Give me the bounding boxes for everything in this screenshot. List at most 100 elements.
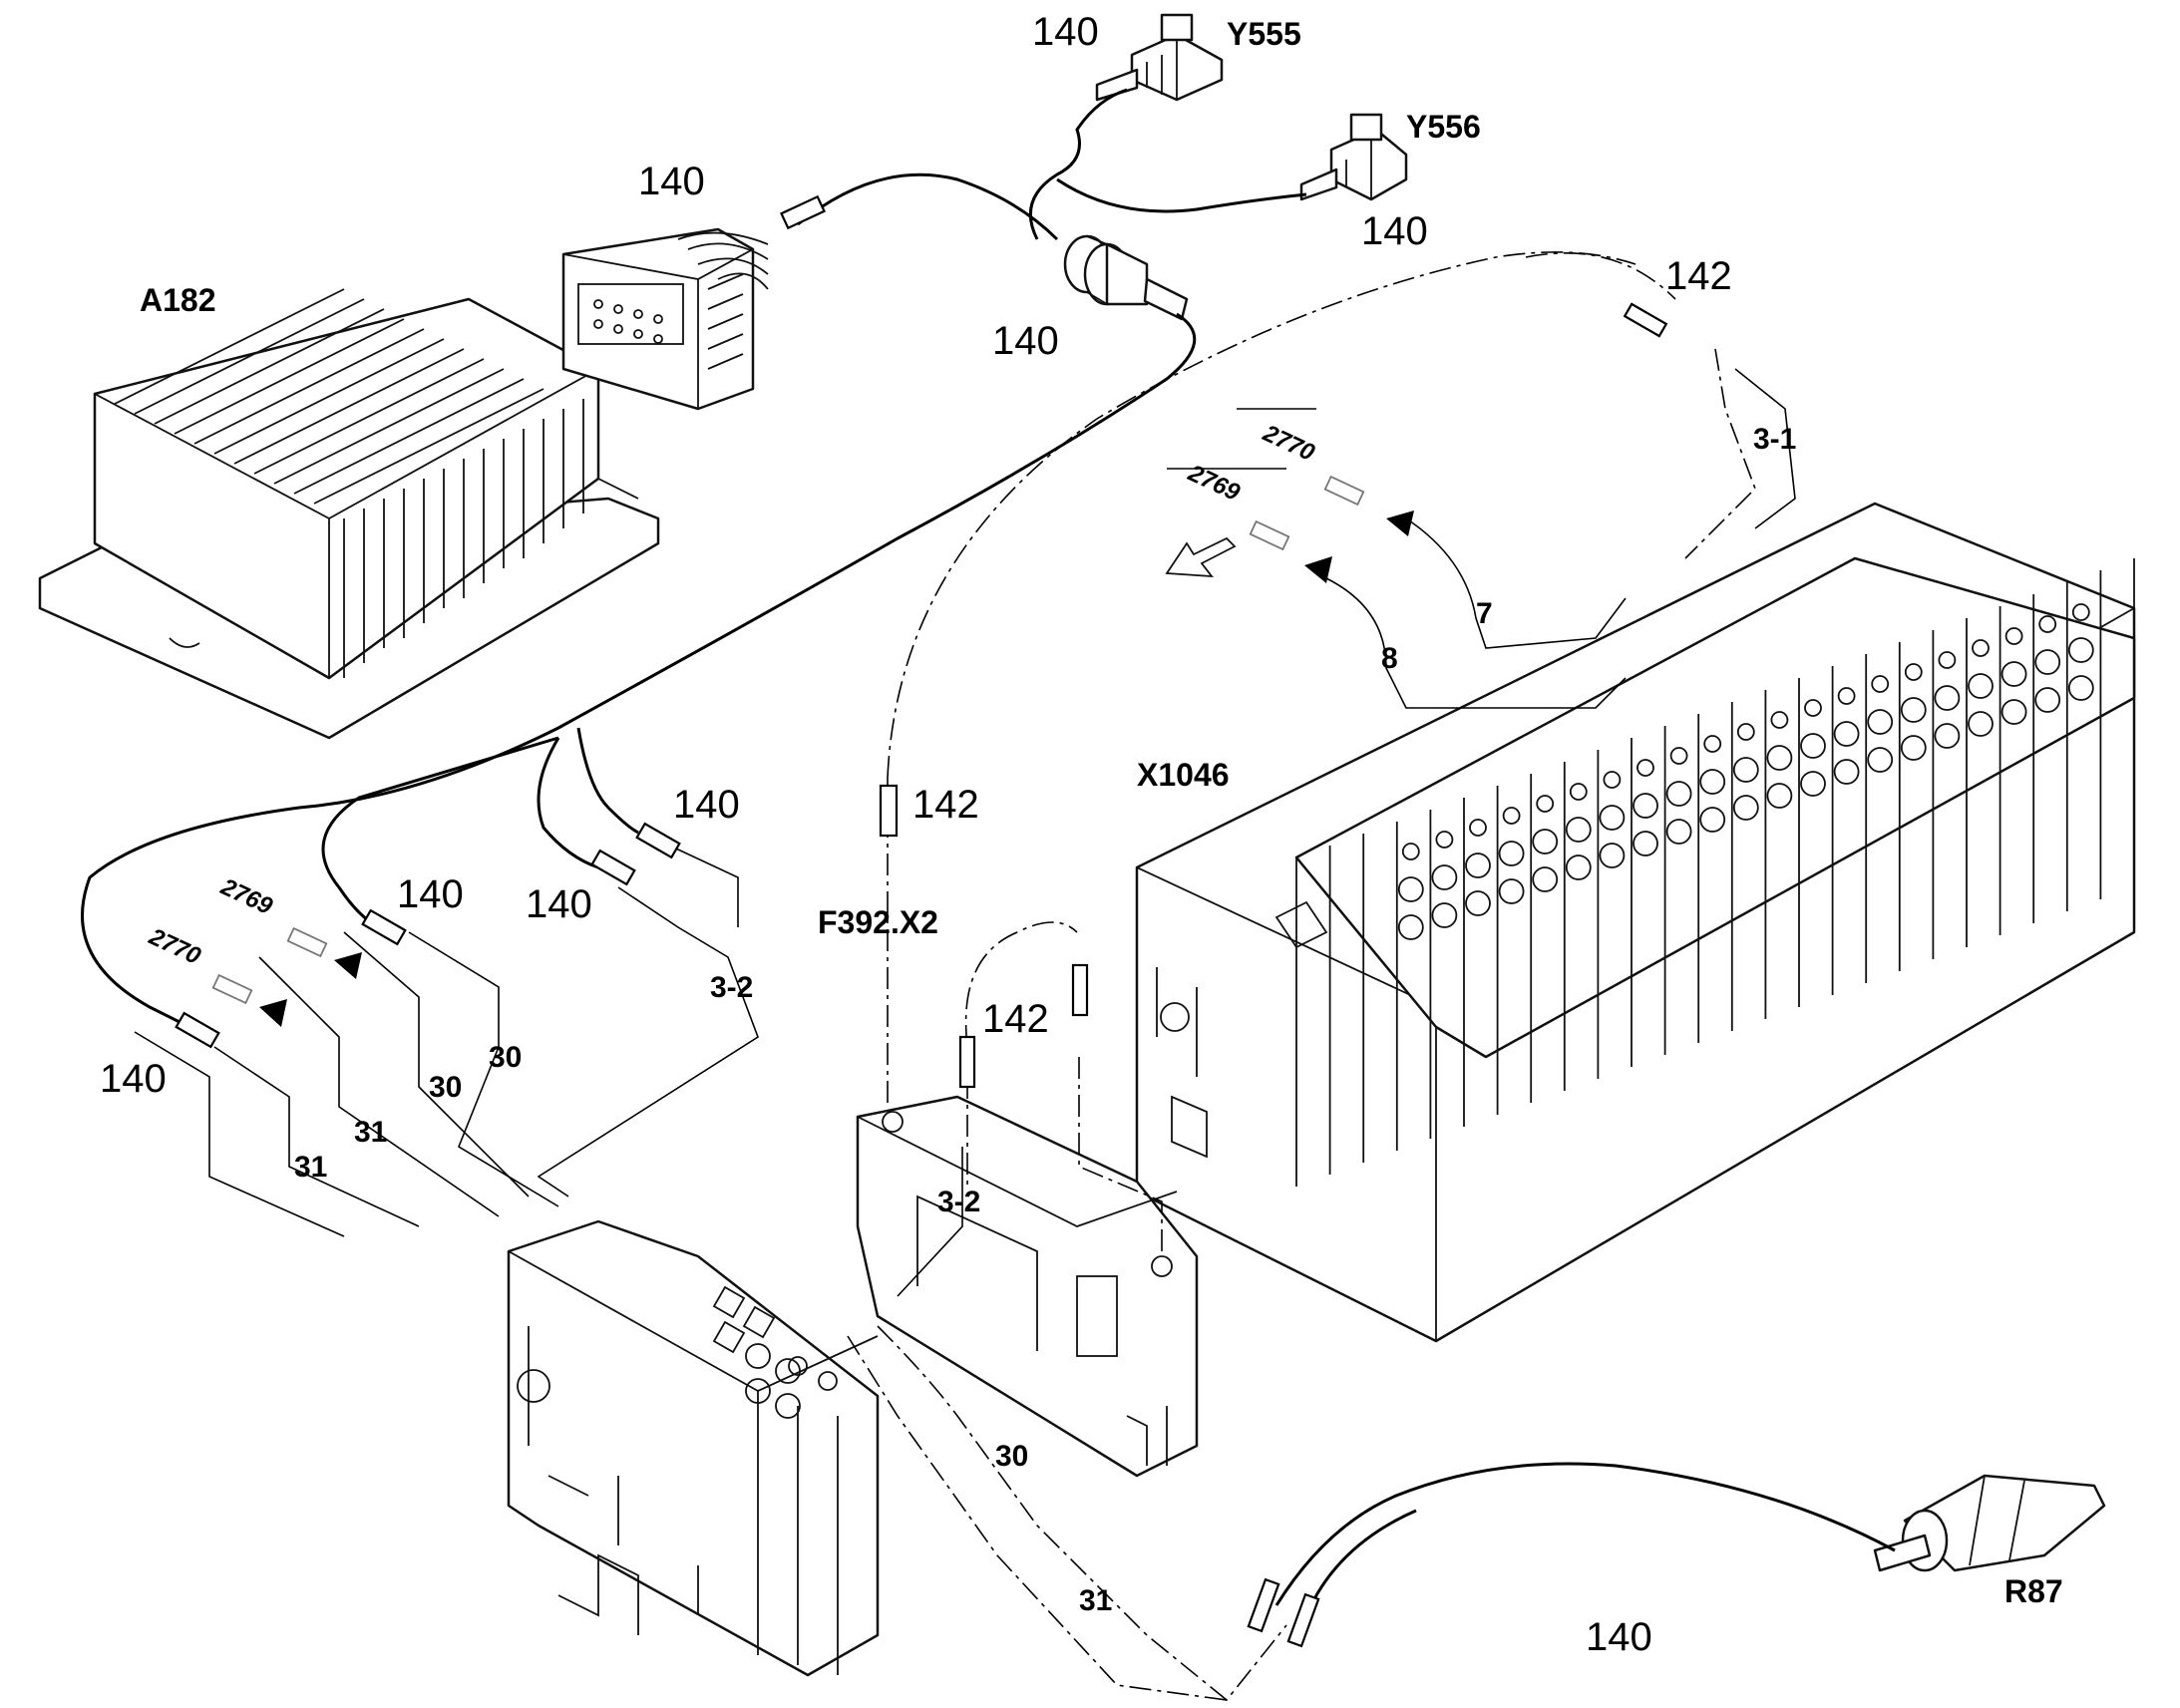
term-31-a: 31 [354, 1116, 387, 1149]
x1046-terminal-hole [1833, 721, 1860, 747]
term-7: 7 [1476, 597, 1493, 630]
x1046-terminal-hole [1498, 841, 1525, 866]
x1046-terminal-hole [1397, 876, 1424, 902]
x1046-terminal-hole [1498, 878, 1525, 904]
wire-2769-top: 2769 [1184, 460, 1245, 508]
x1046-terminal-hole [1904, 663, 1923, 681]
wire-2770-left: 2770 [145, 923, 205, 971]
x1046-terminal-hole [2034, 687, 2061, 713]
x1046-terminal-hole [1431, 864, 1458, 890]
x1046-terminal-hole [1934, 685, 1961, 711]
x1046-terminal-hole [1669, 747, 1688, 765]
ref-140-left-a: 140 [673, 783, 740, 827]
x1046-terminal-hole [1766, 783, 1793, 809]
ref-140-left-b: 140 [526, 882, 592, 926]
arrow-2769-top-icon [1304, 556, 1332, 583]
ref-140-r87: 140 [1586, 1615, 1652, 1659]
x1046-terminal-hole [2071, 603, 2090, 621]
direction-arrow-icon [1165, 536, 1237, 578]
ref-140-y555: 140 [1032, 10, 1099, 54]
x1046-terminal-hole [2034, 649, 2061, 675]
ref-140-left-c: 140 [397, 872, 464, 916]
x1046-terminal-hole [1431, 902, 1458, 928]
x1046-terminal-hole [1732, 795, 1759, 821]
ref-140-gland: 140 [992, 319, 1059, 363]
f392-x2-terminal-block [856, 1095, 1199, 1478]
ref-142-mid: 142 [912, 783, 979, 827]
wire-2769-left: 2769 [216, 873, 277, 921]
x1046-terminal-hole [1800, 771, 1826, 797]
x1046-terminal-hole [1633, 831, 1658, 856]
term-3-2-mid: 3-2 [937, 1186, 980, 1218]
r87-connector [1873, 1474, 2106, 1572]
y555-connector [1095, 13, 1224, 102]
x1046-terminal-hole [1599, 805, 1626, 831]
x1046-terminal-hole [2038, 615, 2057, 633]
x1046-terminal-hole [1900, 697, 1927, 723]
x1046-terminal-hole [1465, 853, 1491, 878]
labels: A182 Y555 Y556 X1046 F392.X2 R87 140 140… [100, 10, 2063, 1659]
x1046-terminal-hole [1938, 651, 1957, 669]
x1046-terminal-hole [1465, 890, 1491, 916]
x1046-terminal-hole [2004, 627, 2023, 645]
x1046-terminal-hole [1665, 819, 1692, 845]
x1046-terminal-hole [2000, 661, 2027, 687]
x1046-terminal-hole [1699, 807, 1726, 833]
a182-connector [561, 227, 769, 411]
x1046-terminal-hole [1401, 843, 1420, 860]
ref-140-a182: 140 [638, 160, 705, 203]
leader-lines [134, 368, 1796, 1297]
arrow-2770-top-icon [1386, 511, 1414, 536]
x1046-terminal-hole [1565, 817, 1592, 843]
x1046-terminal-hole [1532, 829, 1559, 854]
term-30-low: 30 [995, 1440, 1028, 1473]
term-31-b: 31 [294, 1151, 327, 1184]
term-31-low: 31 [1079, 1584, 1112, 1617]
x1046-terminal-hole [1972, 639, 1990, 657]
x1046-terminal-hole [2067, 637, 2094, 663]
x1046-terminal-hole [1502, 807, 1521, 825]
x1046-terminal-hole [1565, 854, 1592, 880]
x1046-terminal-hole [1397, 914, 1424, 940]
x1046-terminal-hole [1867, 709, 1894, 735]
term-3-2-left: 3-2 [710, 971, 753, 1004]
x1046-terminal-hole [1435, 831, 1454, 849]
label-y555: Y555 [1227, 16, 1301, 52]
term-30-b: 30 [429, 1071, 462, 1104]
wire-2770-top: 2770 [1259, 420, 1319, 468]
label-r87: R87 [2004, 1573, 2063, 1609]
a182-module [38, 288, 660, 740]
arrows [259, 511, 1414, 1027]
ref-142-lower: 142 [982, 997, 1049, 1041]
x1046-terminal-hole [1900, 735, 1927, 761]
x1046-terminal-hole [1536, 795, 1555, 813]
x1046-terminal-hole [1800, 733, 1826, 759]
x1046-terminal-hole [1603, 771, 1622, 789]
term-8: 8 [1381, 642, 1398, 675]
ref-140-y556: 140 [1361, 209, 1428, 253]
x1046-terminal-hole [1599, 843, 1626, 868]
y556-connector [1299, 113, 1408, 201]
ref-140-left-d: 140 [100, 1057, 167, 1101]
x1046-terminal-hole [1732, 757, 1759, 783]
ferrules [175, 194, 1668, 1648]
x1046-terminal-hole [1699, 769, 1726, 795]
x1046-terminal-hole [1837, 687, 1856, 705]
x1046-terminal-hole [1867, 747, 1894, 773]
x1046-terminal-hole [1532, 866, 1559, 892]
cables [81, 88, 1896, 1616]
x1046-terminal-hole [1703, 735, 1722, 753]
x1046-terminal-hole [1633, 793, 1658, 819]
cable-gland [1063, 234, 1189, 321]
label-a182: A182 [140, 282, 216, 318]
left-terminal-block [507, 1219, 880, 1677]
x1046-terminal-hole [1968, 673, 1994, 699]
ref-142-top: 142 [1665, 254, 1732, 298]
x1046-terminal-hole [2067, 675, 2094, 701]
label-f392-x2: F392.X2 [818, 904, 938, 940]
term-30-a: 30 [489, 1041, 522, 1074]
x1046-terminal-hole [1736, 723, 1755, 741]
x1046-terminal-hole [2000, 699, 2027, 725]
x1046-terminal-hole [1804, 699, 1822, 717]
